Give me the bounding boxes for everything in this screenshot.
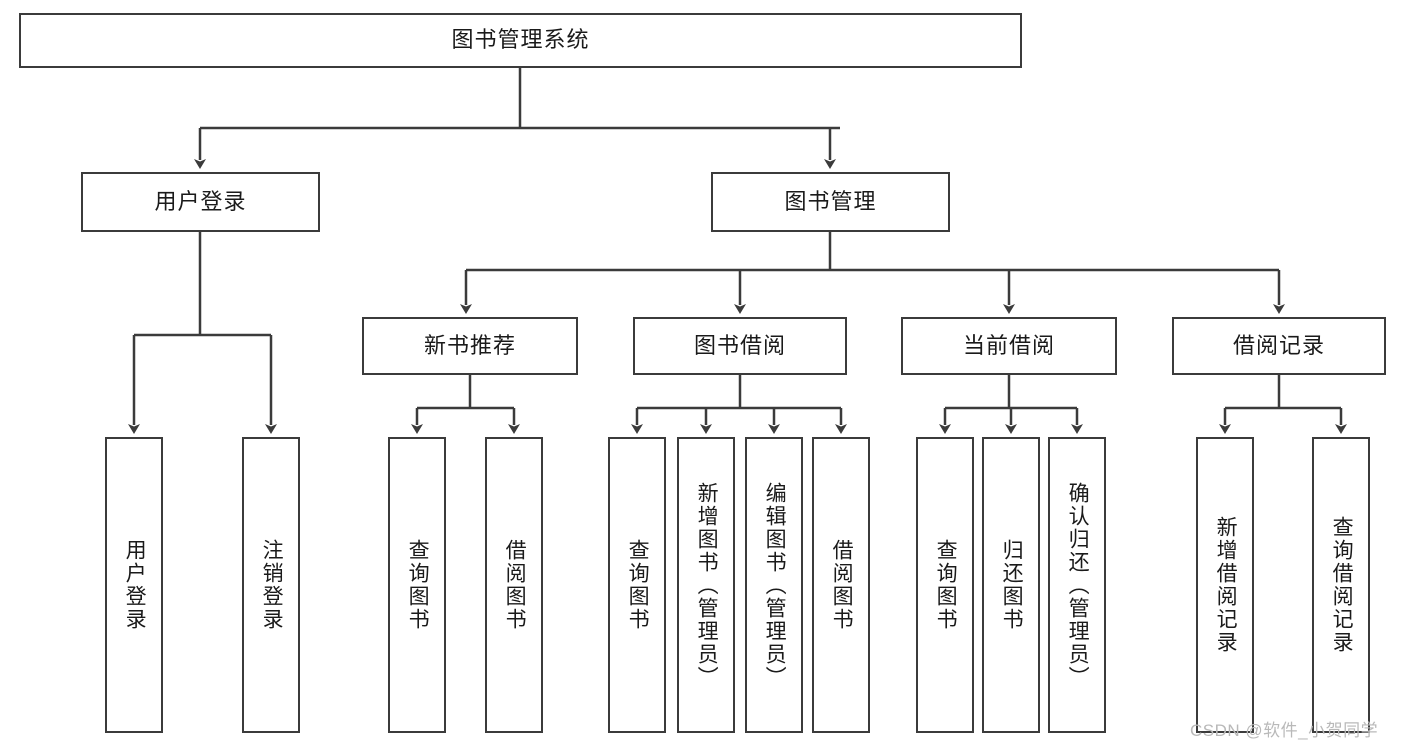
leaf-current-return-book[interactable]: 归还图书: [982, 437, 1040, 733]
leaf-borrow-query-book[interactable]: 查询图书: [608, 437, 666, 733]
node-label: 用户登录: [154, 188, 247, 214]
node-label: 查询图书: [934, 539, 958, 631]
leaf-borrow-add-book[interactable]: 新增图书（管理员）: [677, 437, 735, 733]
node-label: 新书推荐: [423, 332, 516, 358]
csdn-watermark: CSDN @软件_小贺同学: [1190, 721, 1379, 740]
node-label: 借阅图书: [503, 539, 527, 631]
leaf-user-login-signout[interactable]: 注销登录: [242, 437, 300, 733]
node-label: 图书管理系统: [451, 27, 590, 53]
node-book-borrow[interactable]: 图书借阅: [633, 317, 847, 375]
node-label: 查询借阅记录: [1330, 516, 1354, 654]
node-current-borrow[interactable]: 当前借阅: [901, 317, 1117, 375]
leaf-borrow-borrow-book[interactable]: 借阅图书: [812, 437, 870, 733]
node-book-management[interactable]: 图书管理: [711, 172, 950, 232]
node-label: 借阅图书: [830, 539, 854, 631]
node-user-login[interactable]: 用户登录: [81, 172, 320, 232]
node-label: 查询图书: [406, 539, 430, 631]
node-label: 当前借阅: [962, 332, 1055, 358]
node-label: 借阅记录: [1232, 332, 1325, 358]
node-root-system[interactable]: 图书管理系统: [19, 13, 1022, 68]
node-borrow-record[interactable]: 借阅记录: [1172, 317, 1386, 375]
leaf-record-query-record[interactable]: 查询借阅记录: [1312, 437, 1370, 733]
node-label: 注销登录: [260, 539, 284, 631]
leaf-recommend-borrow-book[interactable]: 借阅图书: [485, 437, 543, 733]
node-label: 新增借阅记录: [1214, 516, 1238, 654]
node-label: 图书管理: [784, 188, 877, 214]
node-label: 图书借阅: [693, 332, 786, 358]
leaf-borrow-edit-book[interactable]: 编辑图书（管理员）: [745, 437, 803, 733]
leaf-current-confirm-return[interactable]: 确认归还（管理员）: [1048, 437, 1106, 733]
node-label: 确认归还（管理员）: [1066, 481, 1090, 689]
node-new-book-recommend[interactable]: 新书推荐: [362, 317, 578, 375]
node-label: 用户登录: [123, 539, 147, 631]
leaf-current-query-book[interactable]: 查询图书: [916, 437, 974, 733]
node-label: 查询图书: [626, 539, 650, 631]
node-label: 归还图书: [1000, 539, 1024, 631]
node-label: 编辑图书（管理员）: [763, 481, 787, 689]
leaf-user-login-signin[interactable]: 用户登录: [105, 437, 163, 733]
leaf-record-add-record[interactable]: 新增借阅记录: [1196, 437, 1254, 733]
node-label: 新增图书（管理员）: [695, 481, 719, 689]
leaf-recommend-query-book[interactable]: 查询图书: [388, 437, 446, 733]
